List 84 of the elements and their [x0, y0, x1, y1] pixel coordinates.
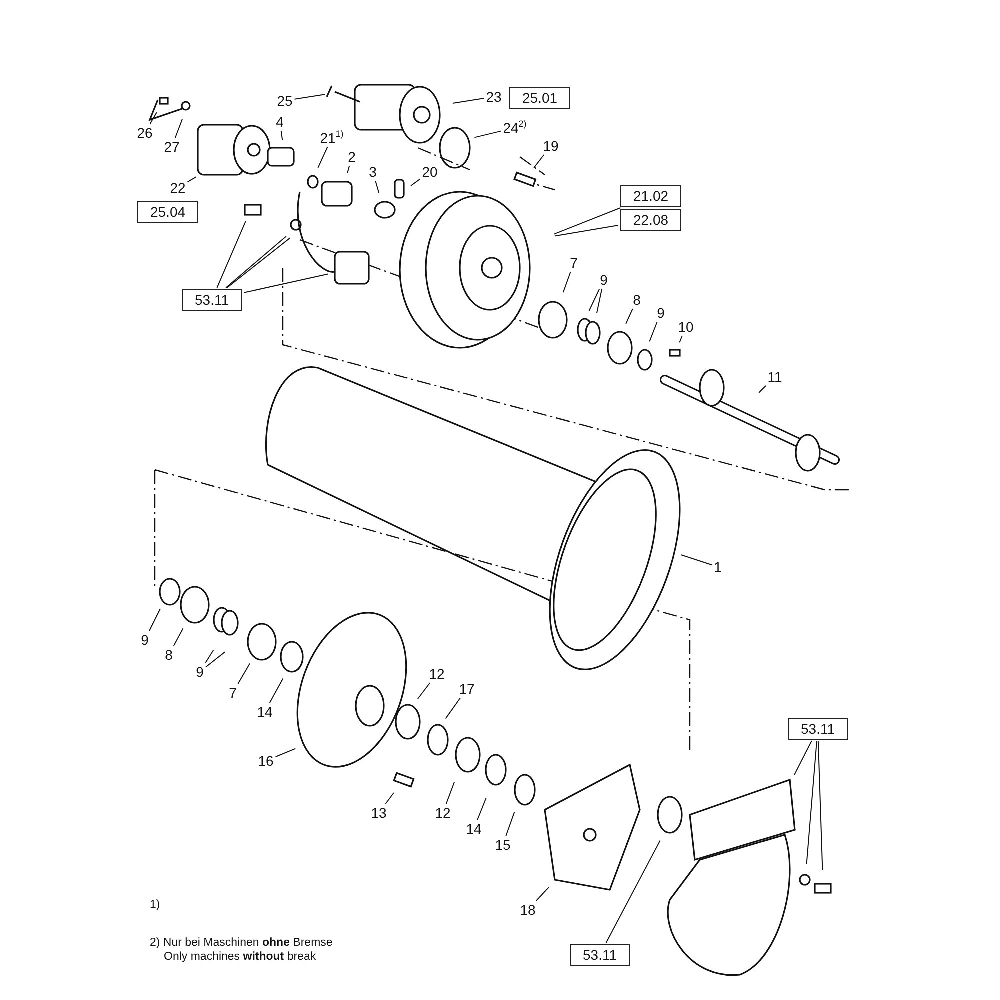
reference-number-box: 53.11	[788, 718, 848, 740]
leader-line	[534, 154, 545, 169]
leader-line	[562, 272, 572, 294]
leader-line	[554, 225, 619, 237]
leader-line	[294, 94, 326, 100]
callout-number: 13	[371, 805, 387, 821]
leader-line	[649, 322, 658, 342]
callout-number: 3	[369, 164, 377, 180]
reference-number-box: 53.11	[570, 944, 630, 966]
leader-line	[536, 886, 550, 902]
callout-number: 18	[520, 902, 536, 918]
leader-line	[205, 652, 226, 668]
leader-line	[244, 274, 329, 294]
leader-line	[173, 628, 184, 646]
callout-number: 9	[600, 272, 608, 288]
footnote: 2) Nur bei Maschinen ohne Bremse	[150, 936, 333, 950]
leader-line	[205, 650, 214, 664]
leader-line	[588, 288, 600, 312]
leader-line	[174, 118, 183, 138]
leader-line	[681, 554, 713, 566]
leader-line	[806, 740, 818, 864]
leader-line	[347, 166, 350, 174]
leader-line	[375, 180, 380, 194]
leader-line	[506, 812, 516, 836]
leader-line	[818, 740, 824, 870]
leader-line	[445, 698, 462, 720]
callout-number: 12	[435, 805, 451, 821]
leader-line	[446, 782, 455, 804]
reference-number-box: 25.04	[137, 201, 199, 223]
callout-number: 12	[429, 666, 445, 682]
leader-line	[187, 176, 197, 183]
leader-line	[418, 682, 431, 700]
callout-number: 26	[137, 125, 153, 141]
leader-line	[477, 798, 487, 820]
reference-number-box: 21.02	[620, 185, 682, 207]
callout-number: 9	[657, 305, 665, 321]
leader-line	[275, 748, 296, 758]
leader-line	[626, 308, 634, 324]
footnote: 1)	[150, 898, 160, 912]
leader-line	[216, 220, 246, 288]
callout-number: 9	[141, 632, 149, 648]
callout-number: 22	[170, 180, 186, 196]
callout-number: 11	[768, 369, 782, 385]
leader-line	[606, 840, 661, 944]
leader-line	[758, 386, 766, 394]
reference-number-box: 22.08	[620, 209, 682, 231]
callout-number: 7	[229, 685, 237, 701]
callout-number: 17	[459, 681, 475, 697]
leader-line	[596, 288, 603, 314]
callout-number: 20	[422, 164, 438, 180]
callout-number: 14	[466, 821, 482, 837]
callout-number: 2	[348, 149, 356, 165]
callout-number: 19	[543, 138, 559, 154]
callout-number: 21$^{1)}$	[320, 130, 344, 146]
reference-number-box: 25.01	[509, 87, 571, 109]
callout-number: 25	[277, 93, 293, 109]
leader-line	[318, 146, 328, 168]
callout-number: 4	[276, 114, 284, 130]
callout-number: 15	[495, 837, 511, 853]
callout-number: 8	[633, 292, 641, 308]
leader-line	[238, 663, 250, 684]
callout-number: 16	[258, 753, 274, 769]
callout-number: 14	[257, 704, 273, 720]
reference-number-box: 53.11	[182, 289, 242, 311]
leader-line	[554, 208, 622, 235]
callout-number: 23	[486, 89, 502, 105]
leader-line	[794, 740, 812, 776]
callout-number: 27	[164, 139, 180, 155]
callout-number: 9	[196, 664, 204, 680]
footnote: Only machines without break	[164, 950, 316, 964]
leader-line	[385, 792, 394, 804]
callout-number: 7	[570, 255, 578, 271]
leader-line	[149, 608, 161, 632]
callout-number: 24$^{2)}$	[503, 120, 527, 136]
callout-number: 1	[714, 559, 722, 575]
leader-line	[679, 336, 683, 344]
leader-line	[280, 130, 284, 141]
callout-number: 8	[165, 647, 173, 663]
leader-line	[410, 178, 421, 186]
leader-line	[474, 130, 502, 138]
leader-line	[150, 112, 158, 124]
leader-line	[452, 98, 485, 104]
leader-line	[269, 678, 284, 704]
callout-number: 10	[678, 319, 694, 335]
